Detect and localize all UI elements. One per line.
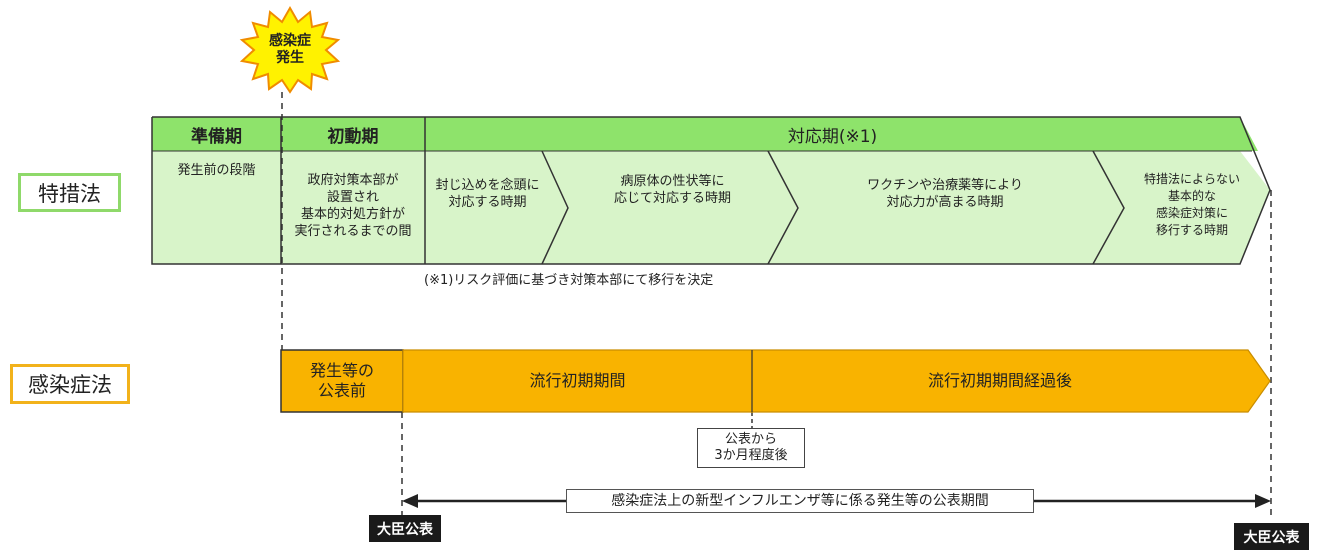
period-before-announce: 発生等の 公表前 bbox=[309, 361, 374, 400]
period-after-early: 流行初期期間経過後 bbox=[927, 371, 1072, 390]
phase-transition: 特措法によらない 基本的な 感染症対策に 移行する時期 bbox=[1143, 172, 1240, 237]
header-preparation: 準備期 bbox=[191, 126, 242, 147]
body-initial: 政府対策本部が 設置され 基本的対処方針が 実行されるまでの間 bbox=[294, 173, 412, 239]
period-early: 流行初期期間 bbox=[529, 371, 626, 390]
tokusoho-header-band bbox=[152, 117, 1240, 151]
outbreak-starburst bbox=[239, 5, 341, 94]
phase-containment: 封じ込めを念頭に 対応する時期 bbox=[435, 178, 540, 210]
tokusoho-body-tip bbox=[1240, 151, 1270, 264]
row-label-kansenshoho-text: 感染症法 bbox=[28, 373, 112, 397]
tokusoho-header-tip bbox=[1240, 117, 1258, 151]
outbreak-label-line1: 感染症 bbox=[269, 33, 311, 49]
footnote: (※1)リスク評価に基づき対策本部にて移行を決定 bbox=[424, 273, 714, 288]
announcement-period-label: 感染症法上の新型インフルエンザ等に係る発生等の公表期間 bbox=[566, 489, 1034, 513]
header-response: 対応期(※1) bbox=[787, 126, 878, 147]
phase-vaccine: ワクチンや治療薬等により 対応力が高まる時期 bbox=[867, 178, 1023, 210]
outbreak-label: 感染症 発生 bbox=[262, 33, 318, 67]
minister-announce-tag-left: 大臣公表 bbox=[369, 515, 441, 542]
phase-separator-3 bbox=[1092, 150, 1125, 265]
header-initial: 初動期 bbox=[327, 126, 379, 147]
tokusoho-body-band bbox=[152, 151, 1240, 264]
row-label-tokusoho-text: 特措法 bbox=[38, 181, 101, 206]
phase-separator-1 bbox=[541, 150, 569, 265]
phase-pathogen: 病原体の性状等に 応じて対応する時期 bbox=[613, 174, 731, 206]
row-label-kansenshoho: 感染症法 bbox=[10, 364, 130, 404]
minister-announce-tag-right: 大臣公表 bbox=[1234, 523, 1309, 550]
outbreak-label-line2: 発生 bbox=[276, 50, 304, 66]
kansenshoho-before-cell bbox=[280, 349, 404, 413]
body-preparation: 発生前の段階 bbox=[177, 163, 256, 178]
phase-separator-2 bbox=[767, 150, 799, 265]
row-label-tokusoho: 特措法 bbox=[18, 173, 121, 212]
transition-note: 公表から 3か月程度後 bbox=[697, 428, 805, 468]
kansenshoho-band bbox=[402, 349, 1271, 413]
